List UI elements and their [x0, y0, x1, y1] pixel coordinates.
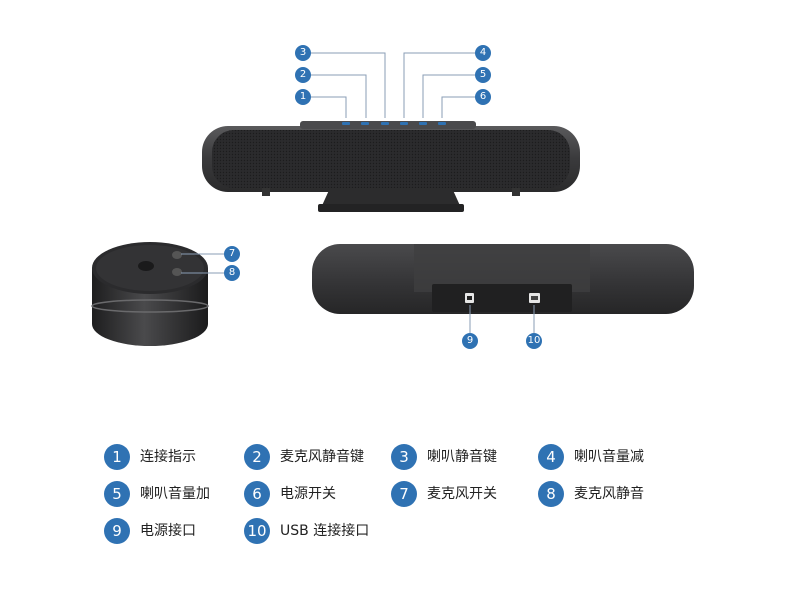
- legend-badge-7: 7: [391, 481, 417, 507]
- callout-badge-6: 6: [475, 89, 491, 105]
- puck-leader-lines: [181, 253, 224, 274]
- legend-label-7: 麦克风开关: [427, 486, 497, 502]
- soundbar-front-view: [202, 52, 580, 212]
- legend-badge-10: 10: [244, 518, 270, 544]
- legend-label-1: 连接指示: [140, 449, 196, 465]
- callout-badge-9: 9: [462, 333, 478, 349]
- callout-badge-5: 5: [475, 67, 491, 83]
- callout-badge-10: 10: [526, 333, 542, 349]
- legend-label-2: 麦克风静音键: [280, 449, 364, 465]
- puck-button-7: [172, 251, 182, 259]
- legend-label-6: 电源开关: [280, 486, 336, 502]
- button-3: [381, 122, 389, 125]
- legend-badge-4: 4: [538, 444, 564, 470]
- legend-badge-9: 9: [104, 518, 130, 544]
- top-buttons: [342, 122, 446, 125]
- legend-label-9: 电源接口: [140, 523, 196, 539]
- callout-badge-3: 3: [295, 45, 311, 61]
- button-1-indicator: [342, 122, 350, 125]
- back-leader-lines: [469, 305, 535, 333]
- legend-label-5: 喇叭音量加: [140, 486, 210, 502]
- top-leader-lines: [310, 52, 475, 118]
- legend-badge-1: 1: [104, 444, 130, 470]
- legend-label-4: 喇叭音量减: [574, 449, 644, 465]
- legend-badge-6: 6: [244, 481, 270, 507]
- puck-button-8: [172, 268, 182, 276]
- port-panel: [432, 284, 572, 312]
- legend-badge-3: 3: [391, 444, 417, 470]
- callout-badge-2: 2: [295, 67, 311, 83]
- callout-badge-1: 1: [295, 89, 311, 105]
- legend-label-3: 喇叭静音键: [427, 449, 497, 465]
- button-4: [400, 122, 408, 125]
- callout-badge-4: 4: [475, 45, 491, 61]
- button-6: [438, 122, 446, 125]
- soundbar-back-view: [312, 244, 694, 333]
- microphone-puck: [91, 242, 224, 346]
- legend-label-10: USB 连接接口: [280, 523, 370, 539]
- legend-label-8: 麦克风静音: [574, 486, 644, 502]
- callout-badge-8: 8: [224, 265, 240, 281]
- legend-badge-8: 8: [538, 481, 564, 507]
- button-2: [361, 122, 369, 125]
- legend-badge-5: 5: [104, 481, 130, 507]
- button-5: [419, 122, 427, 125]
- callout-badge-7: 7: [224, 246, 240, 262]
- legend-badge-2: 2: [244, 444, 270, 470]
